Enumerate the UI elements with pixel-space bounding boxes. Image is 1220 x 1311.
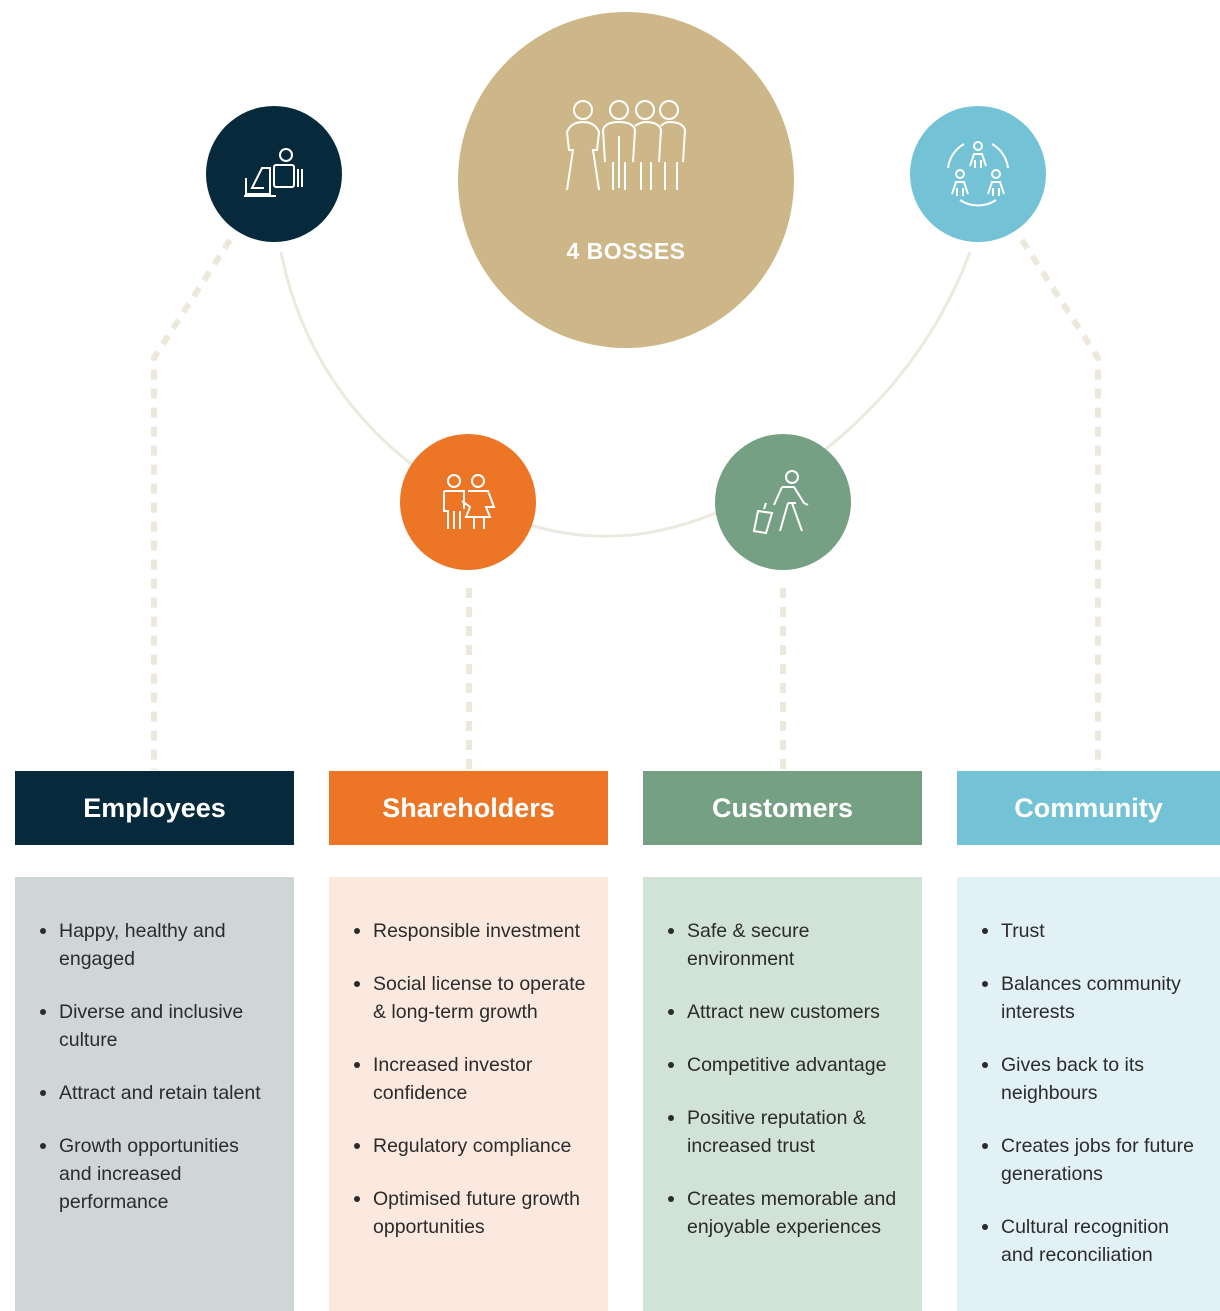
list-item: Cultural recognition and reconciliation: [979, 1213, 1202, 1269]
list-item: Trust: [979, 917, 1202, 945]
arc-connector: [279, 251, 972, 538]
community-list: Trust Balances community interests Gives…: [979, 917, 1202, 1269]
list-item: Attract and retain talent: [37, 1079, 276, 1107]
list-item: Attract new customers: [665, 998, 904, 1026]
shareholders-list: Responsible investment Social license to…: [351, 917, 590, 1241]
hub-title: 4 BOSSES: [566, 237, 686, 264]
shareholders-circle: [400, 434, 536, 570]
list-item: Increased investor confidence: [351, 1051, 590, 1107]
employees-list: Happy, healthy and engaged Diverse and i…: [37, 917, 276, 1216]
customers-circle: [715, 434, 851, 570]
list-item: Competitive advantage: [665, 1051, 904, 1079]
community-header: Community: [957, 771, 1220, 845]
list-item: Creates memorable and enjoyable experien…: [665, 1185, 904, 1241]
two-people-icon: [443, 474, 496, 529]
list-item: Diverse and inclusive culture: [37, 998, 276, 1054]
list-item: Social license to operate & long-term gr…: [351, 970, 590, 1026]
employees-dashed-connector: [151, 238, 233, 770]
employees-panel: Happy, healthy and engaged Diverse and i…: [15, 877, 294, 1311]
list-item: Gives back to its neighbours: [979, 1051, 1202, 1107]
community-circle-icon: [947, 141, 1009, 207]
list-item: Optimised future growth opportunities: [351, 1185, 590, 1241]
community-circle: [910, 106, 1046, 242]
community-panel: Trust Balances community interests Gives…: [957, 877, 1220, 1311]
traveller-with-luggage-icon: [752, 470, 809, 535]
employees-circle: [206, 106, 342, 242]
list-item: Safe & secure environment: [665, 917, 904, 973]
customers-panel: Safe & secure environment Attract new cu…: [643, 877, 922, 1311]
list-item: Happy, healthy and engaged: [37, 917, 276, 973]
shareholders-panel: Responsible investment Social license to…: [329, 877, 608, 1311]
customers-list: Safe & secure environment Attract new cu…: [665, 917, 904, 1241]
person-at-desk-icon: [244, 148, 303, 197]
hub-circle: 4 BOSSES: [458, 12, 794, 348]
list-item: Growth opportunities and increased perfo…: [37, 1132, 276, 1216]
list-item: Regulatory compliance: [351, 1132, 590, 1160]
customers-header: Customers: [643, 771, 922, 845]
employees-header: Employees: [15, 771, 294, 845]
list-item: Creates jobs for future generations: [979, 1132, 1202, 1188]
list-item: Responsible investment: [351, 917, 590, 945]
shareholders-header: Shareholders: [329, 771, 608, 845]
group-of-people-icon: [565, 99, 687, 190]
community-dashed-connector: [1019, 238, 1101, 770]
list-item: Positive reputation & increased trust: [665, 1104, 904, 1160]
list-item: Balances community interests: [979, 970, 1202, 1026]
